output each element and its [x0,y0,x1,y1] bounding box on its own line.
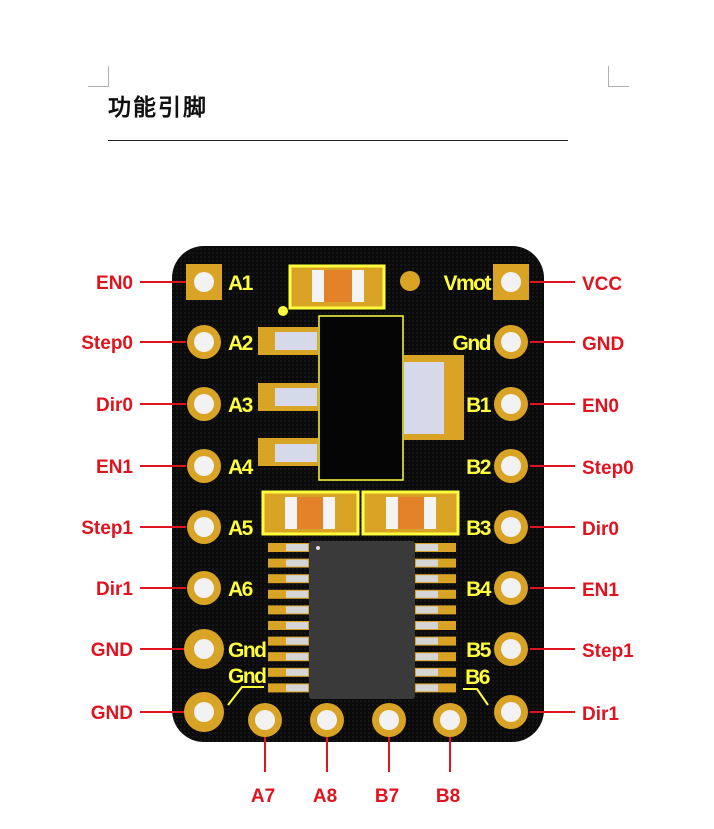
ic-lead-tip [286,637,308,645]
silk-gnd-pointer [227,686,264,706]
silk-label-left: A3 [228,394,253,417]
pin-label-right: Step0 [582,458,634,479]
pad-hole [194,639,214,659]
ic-lead-tip [416,684,438,692]
ic-lead-tip [416,653,438,661]
pin1-marker-dot [278,306,288,316]
silk-label-right: Gnd [453,332,491,355]
pin-label-right: Dir1 [582,704,619,725]
ic-lead-tip [286,559,308,567]
pad-hole [501,332,521,352]
pin-label-right: EN1 [582,580,619,601]
pad-hole [194,456,214,476]
pad-hole [501,702,521,722]
pin-label-left: EN1 [96,457,133,478]
driver-ic [309,541,415,699]
ic-lead-tip [416,622,438,629]
ic-lead-tip [286,544,308,551]
pin-label-right: Step1 [582,641,634,662]
silk-label-left: Gnd [228,639,266,662]
pad-hole [501,394,521,414]
silk-label-left: A4 [228,456,254,479]
capacitor-left [261,490,360,536]
pad-hole [317,710,337,730]
pin-label-right: VCC [582,274,622,295]
pad-hole [194,394,214,414]
pad-hole [194,332,214,352]
silk-label-right: B6 [465,666,490,689]
pin-label-left: GND [91,703,133,724]
capacitor-right [361,490,460,536]
ic-lead-tip [286,575,308,583]
pad-hole [501,639,521,659]
pin-label-right: EN0 [582,396,619,417]
silk-label-left: A1 [228,272,254,295]
pin-label-bottom: B7 [375,786,399,807]
pin-label-bottom: A7 [251,786,275,807]
ic-lead-tip [416,606,438,614]
page-corner-mark-left [88,66,109,87]
silk-label-left: A5 [228,517,254,540]
pin-label-right: GND [582,334,624,355]
silk-b6-pointer [463,688,489,706]
ic-lead-tip [286,622,308,629]
regulator-chip [258,315,464,481]
section-heading: 功能引脚 [108,94,208,121]
ic-lead-tip [416,559,438,567]
silk-label-right: B5 [466,639,492,662]
silk-label-left: A2 [228,332,253,355]
pad-hole [501,517,521,537]
pin-label-bottom: B8 [436,786,460,807]
via [400,271,420,291]
silk-label-right: B2 [466,456,491,479]
ic-lead-tip [416,575,438,583]
ic-lead-tip [286,590,308,598]
heading-underline [108,140,568,141]
ic-lead-tip [286,653,308,661]
pad-hole [194,578,214,598]
ic-pin1-dot [316,546,320,550]
pad-hole [501,272,521,292]
pin-label-left: Step0 [81,333,133,354]
pad-hole [194,517,214,537]
pad-hole [255,710,275,730]
ic-lead-tip [416,637,438,645]
silk-label-right: Vmot [444,272,492,295]
ic-lead-tip [286,668,308,676]
pin-label-left: Dir0 [96,395,133,416]
pad-hole [440,710,460,730]
ic-lead-tip [286,684,308,692]
pad-hole [501,456,521,476]
silk-label-right: B4 [466,578,492,601]
ic-lead-tip [416,590,438,598]
pad-hole [379,710,399,730]
silk-label-right: B3 [466,517,491,540]
pin-label-left: GND [91,640,133,661]
ic-lead-tip [286,606,308,614]
silk-label-left: A6 [228,578,253,601]
pin-label-right: Dir0 [582,519,619,540]
silk-label-left: Gnd [228,665,266,688]
driver-ic-leads [268,543,456,693]
ic-lead-tip [416,544,438,551]
pin-label-left: Step1 [81,518,133,539]
pad-hole [194,272,214,292]
silk-label-right: B1 [466,394,492,417]
pad-hole [501,578,521,598]
pin-label-left: Dir1 [96,579,133,600]
pin-label-left: EN0 [96,273,133,294]
capacitor-top [288,264,386,310]
ic-lead-tip [416,668,438,676]
pin-label-bottom: A8 [313,786,337,807]
page-corner-mark-right [608,66,629,87]
pad-hole [194,702,214,722]
